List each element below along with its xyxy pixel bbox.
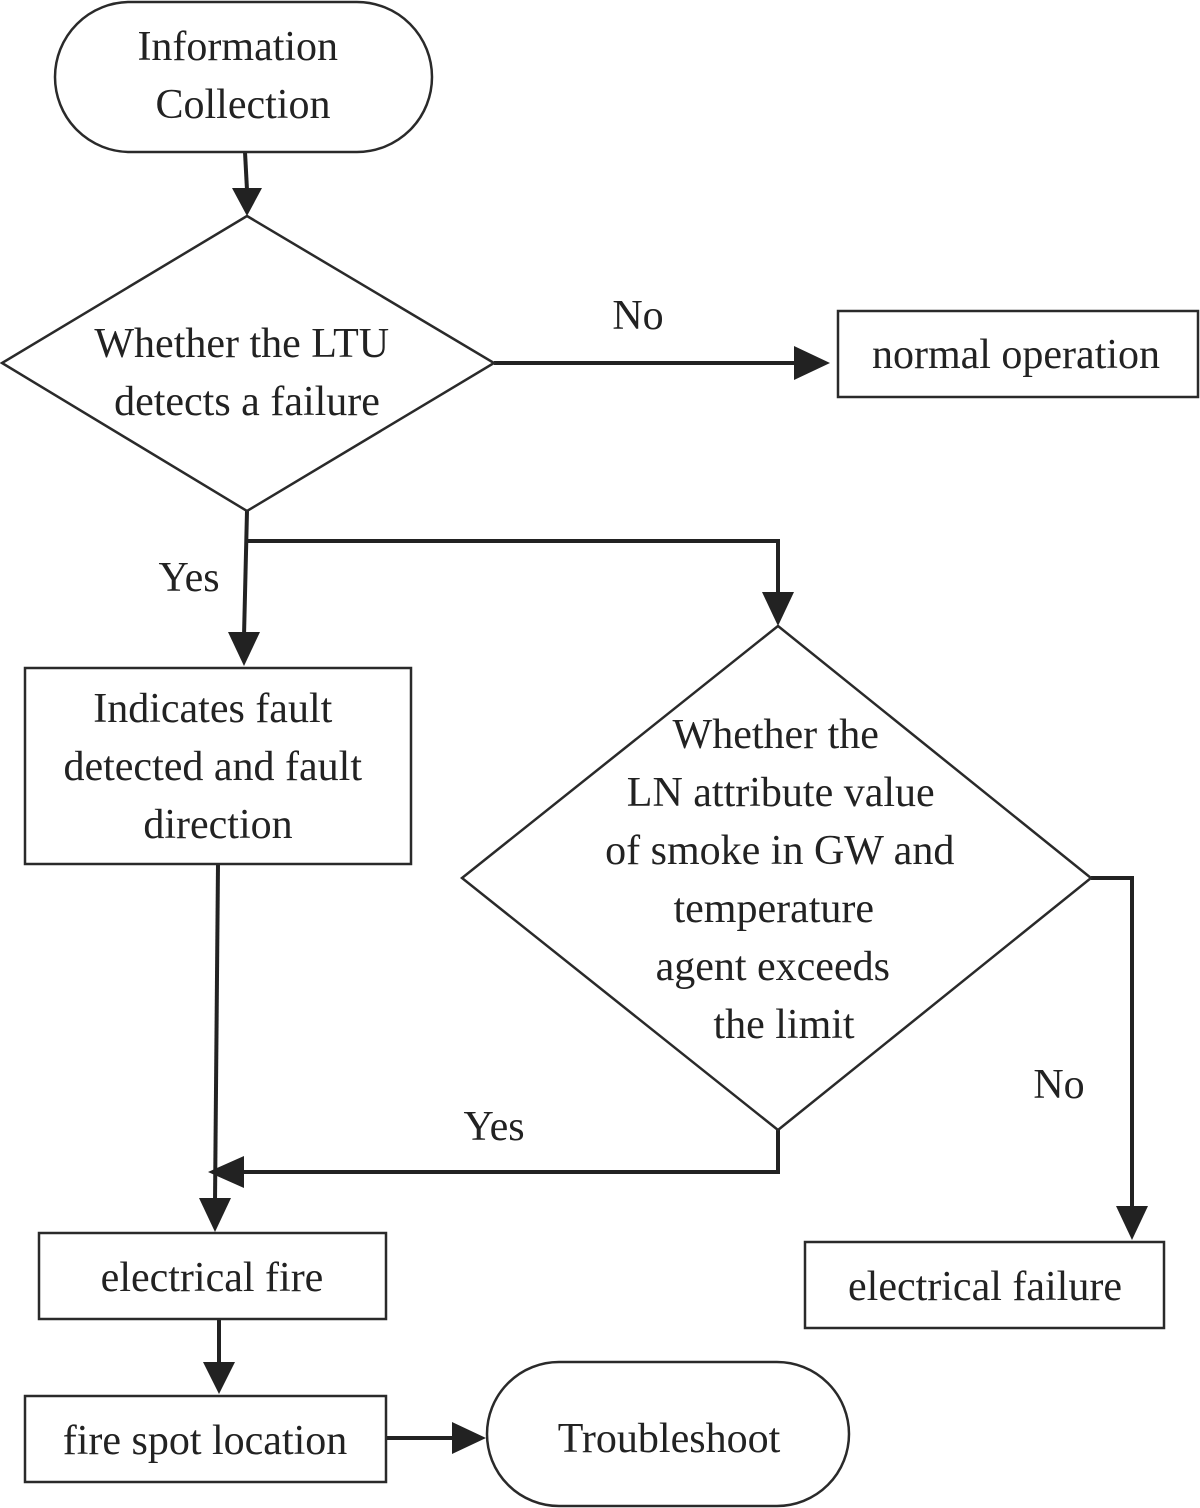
edge-label-ln-no: No	[1033, 1062, 1084, 1108]
node-label: electrical fire	[101, 1255, 324, 1301]
node-label: Information Collection	[137, 24, 348, 128]
node-information-collection: Information Collection	[53, 0, 434, 154]
node-label: Whether the LN attribute value of smoke …	[605, 712, 965, 1048]
node-fire-spot-location: fire spot location	[23, 1394, 388, 1484]
node-indicates-fault: Indicates fault detected and fault direc…	[23, 666, 413, 866]
connector-info-to-ltu	[232, 151, 262, 216]
node-label: Indicates fault detected and fault direc…	[63, 686, 372, 848]
node-normal-operation: normal operation	[836, 309, 1200, 399]
connector-indicates-to-fire	[199, 863, 231, 1232]
node-electrical-failure: electrical failure	[803, 1240, 1166, 1330]
node-ltu-decision: Whether the LTU detects a failure	[0, 214, 497, 513]
connector-ltu-no-to-normal	[494, 346, 830, 380]
edge-label-ltu-no: No	[612, 293, 663, 339]
node-label: Whether the LTU detects a failure	[94, 321, 399, 425]
node-electrical-fire: electrical fire	[37, 1231, 388, 1321]
edge-label-ln-yes: Yes	[463, 1104, 524, 1150]
connector-spot-to-troubleshoot	[386, 1422, 486, 1454]
node-label: electrical failure	[848, 1264, 1122, 1310]
node-label: fire spot location	[63, 1418, 348, 1464]
connector-ln-yes-to-fire	[208, 1130, 780, 1188]
node-troubleshoot: Troubleshoot	[485, 1360, 851, 1508]
connector-ln-no-to-failure	[1091, 876, 1148, 1240]
connector-ltu-yes-to-indicates	[228, 510, 260, 666]
edge-label-ltu-yes: Yes	[158, 555, 219, 601]
node-label: Troubleshoot	[558, 1416, 781, 1462]
node-ln-decision: Whether the LN attribute value of smoke …	[459, 624, 1093, 1132]
node-label: normal operation	[872, 332, 1160, 378]
connector-fire-to-spot	[203, 1319, 235, 1394]
connector-ltu-to-ln-decision	[245, 539, 794, 626]
